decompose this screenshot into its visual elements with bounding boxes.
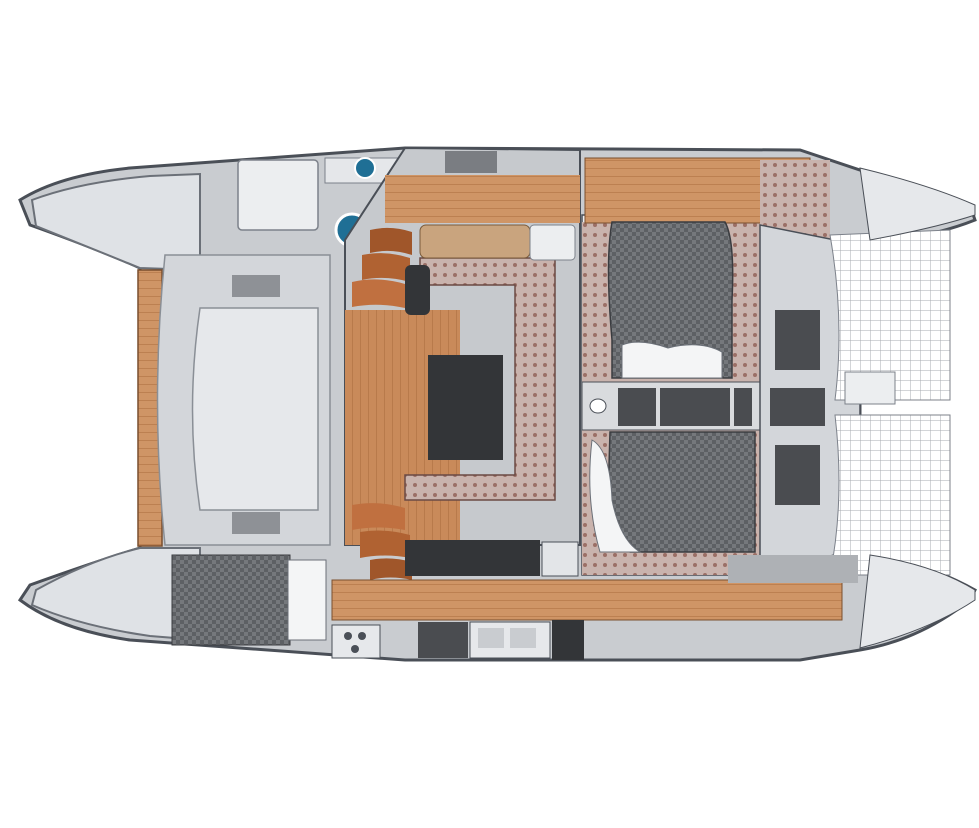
sink-basin <box>510 628 536 648</box>
anchor-locker <box>844 371 896 405</box>
burner-icon <box>344 632 352 640</box>
pillow-top <box>621 341 723 379</box>
saloon-door-top <box>405 265 430 315</box>
console-panel-1 <box>618 388 656 426</box>
galley-counter-dark <box>405 540 540 576</box>
bow-top <box>859 167 976 241</box>
deck-hatch-1 <box>775 310 820 370</box>
cockpit-step-top <box>232 275 280 297</box>
aft-cabin-berth <box>171 554 291 646</box>
trampoline-bottom <box>829 414 951 576</box>
console-panel-3 <box>734 388 752 426</box>
forward-berth-bottom <box>607 431 756 553</box>
settee-backrest <box>419 224 531 259</box>
deck-hatch-top <box>445 151 497 173</box>
head-toilet-icon <box>589 398 607 414</box>
galley-side-storage <box>728 555 858 583</box>
helm-wheel-icon <box>354 157 376 179</box>
aft-cabin-pillow <box>287 559 327 641</box>
burner-icon <box>358 632 366 640</box>
companionway-steps-bottom <box>352 503 412 580</box>
bow-bottom <box>859 554 976 649</box>
galley-counter-end <box>552 620 584 660</box>
saloon-top-teak <box>385 175 580 223</box>
saloon-table <box>428 355 503 460</box>
saloon-cabinet <box>529 224 576 261</box>
burner-icon <box>351 645 359 653</box>
stern-step-top <box>30 172 201 272</box>
galley-teak-floor <box>331 579 843 621</box>
galley-stove <box>331 624 381 659</box>
deck-hatch-3 <box>775 445 820 505</box>
galley-counter <box>418 622 468 658</box>
deck-hatch-2 <box>770 388 825 426</box>
console-panel-2 <box>660 388 730 426</box>
sink-basin <box>478 628 504 648</box>
cockpit-locker-top <box>237 159 319 231</box>
companionway-steps-top <box>352 227 412 308</box>
u-settee <box>404 257 556 501</box>
cockpit-table <box>191 307 319 511</box>
galley-fridge <box>541 541 579 577</box>
pillow-bottom <box>589 439 642 553</box>
forward-berth-top <box>607 221 734 379</box>
trampoline-top <box>829 229 951 401</box>
cockpit-step-bottom <box>232 512 280 534</box>
